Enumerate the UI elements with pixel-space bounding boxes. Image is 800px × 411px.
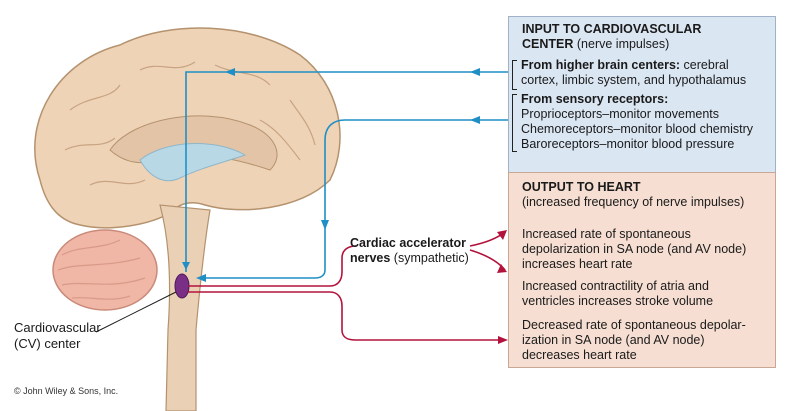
input-subtitle: (nerve impulses) [576,37,670,51]
sensory-item: Baroreceptors–monitor blood pressure [521,137,735,151]
higher-line2: cortex, limbic system, and hypothalamus [521,73,747,87]
sensory-item: Proprioceptors–monitor movements [521,107,719,121]
nerve-label-line2: nerves (sympathetic) [350,251,469,266]
brainstem [159,204,211,411]
effect-3-line: Decreased rate of spontaneous depolar- [522,318,746,332]
output-box [508,172,776,368]
output-arrowheads [497,230,508,344]
effect-2-line: Increased contractility of atria and [522,279,709,293]
effect-3-line: ization in SA node (and AV node) [522,333,705,347]
cv-center [174,273,190,299]
higher-heading: From higher brain centers: [521,58,681,72]
input-arrowheads [182,68,480,282]
input-title-line1: INPUT TO CARDIOVASCULAR [522,22,702,36]
effect-3-line: decreases heart rate [522,348,637,362]
cv-label-line2: (CV) center [14,336,81,351]
cv-label-line1: Cardiovascular [14,320,101,335]
higher-centers-arrow [185,71,508,272]
input-title-line2-text: CENTER [522,37,574,51]
effect-2-line: ventricles increases stroke volume [522,294,714,308]
input-arrows [185,71,508,279]
cv-center-pointer [95,291,177,333]
nerve-label-rest: (sympathetic) [393,251,469,265]
cerebellum [52,229,158,311]
effect-1-line: increases heart rate [522,257,633,271]
output-arrow-main [188,245,357,287]
higher-line1-rest: cerebral [683,58,729,72]
effect-1-line: Increased rate of spontaneous [522,227,691,241]
output-arrow-to-decrease [188,291,505,341]
higher-line1: From higher brain centers: cerebral [521,58,729,73]
output-title: OUTPUT TO HEART [522,180,641,194]
sensory-bracket [512,94,517,152]
brain-illustration [34,27,341,411]
higher-bracket [512,60,517,90]
sensory-item: Chemoreceptors–monitor blood chemistry [521,122,754,136]
copyright: © John Wiley & Sons, Inc. [14,386,119,396]
sensory-receptors-arrow [200,119,508,279]
nerve-label-line1: Cardiac accelerator [350,236,467,250]
sensory-heading: From sensory receptors: [521,92,669,106]
nerve-label-bold: nerves [350,251,391,265]
output-subtitle: (increased frequency of nerve impulses) [522,195,745,209]
effect-1-line: depolarization in SA node (and AV node) [522,242,747,256]
input-title-line2: CENTER (nerve impulses) [522,37,669,52]
ventricle [139,143,247,182]
input-box [508,16,776,186]
